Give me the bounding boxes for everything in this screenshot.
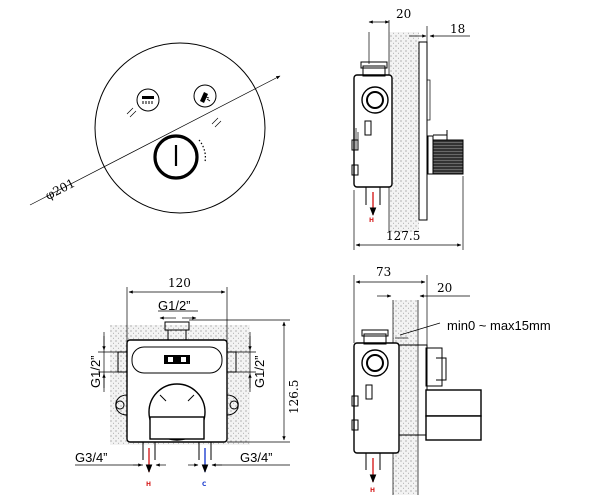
inlet-marker-top: H bbox=[369, 217, 374, 224]
dim-height: 126.5 bbox=[287, 380, 301, 414]
hand-shower-button bbox=[193, 84, 222, 128]
diameter-label: φ201 bbox=[43, 176, 77, 203]
thermostat-knob bbox=[153, 134, 206, 180]
dim-wall-bottom: 20 bbox=[437, 281, 452, 295]
hand-shower-icon bbox=[200, 92, 211, 103]
side-view-top: H 20 18 127.5 bbox=[351, 7, 470, 250]
top-port-label: G1/2” bbox=[158, 298, 191, 313]
right-port-label: G1/2” bbox=[252, 355, 267, 388]
dim-depth-top: 127.5 bbox=[386, 229, 420, 243]
cold-marker: C bbox=[202, 481, 207, 488]
dim-width: 120 bbox=[168, 276, 191, 290]
dim-depth-bottom: 73 bbox=[376, 265, 391, 279]
shower-button bbox=[126, 88, 160, 118]
hot-marker: H bbox=[146, 481, 151, 488]
depth-range-label: min0 ~ max15mm bbox=[447, 318, 551, 333]
front-view: φ201 bbox=[29, 42, 281, 214]
wall-section bbox=[389, 32, 419, 232]
back-view: 120 G1/2” H C bbox=[75, 276, 301, 488]
diameter-line bbox=[29, 75, 281, 206]
bottom-left-port-label: G3/4” bbox=[75, 450, 108, 465]
bottom-right-port-label: G3/4” bbox=[240, 450, 273, 465]
overhead-shower-icon bbox=[142, 96, 154, 104]
left-port-label: G1/2” bbox=[88, 355, 103, 388]
inlet-marker-bottom: H bbox=[370, 487, 375, 494]
faceplate-circle bbox=[94, 42, 266, 214]
dim-wall-top: 20 bbox=[396, 7, 411, 21]
knob-knurl bbox=[432, 139, 464, 175]
dim-plate-top: 18 bbox=[450, 22, 465, 36]
side-view-bottom: H 73 20 min0 ~ max15mm bbox=[351, 265, 551, 495]
